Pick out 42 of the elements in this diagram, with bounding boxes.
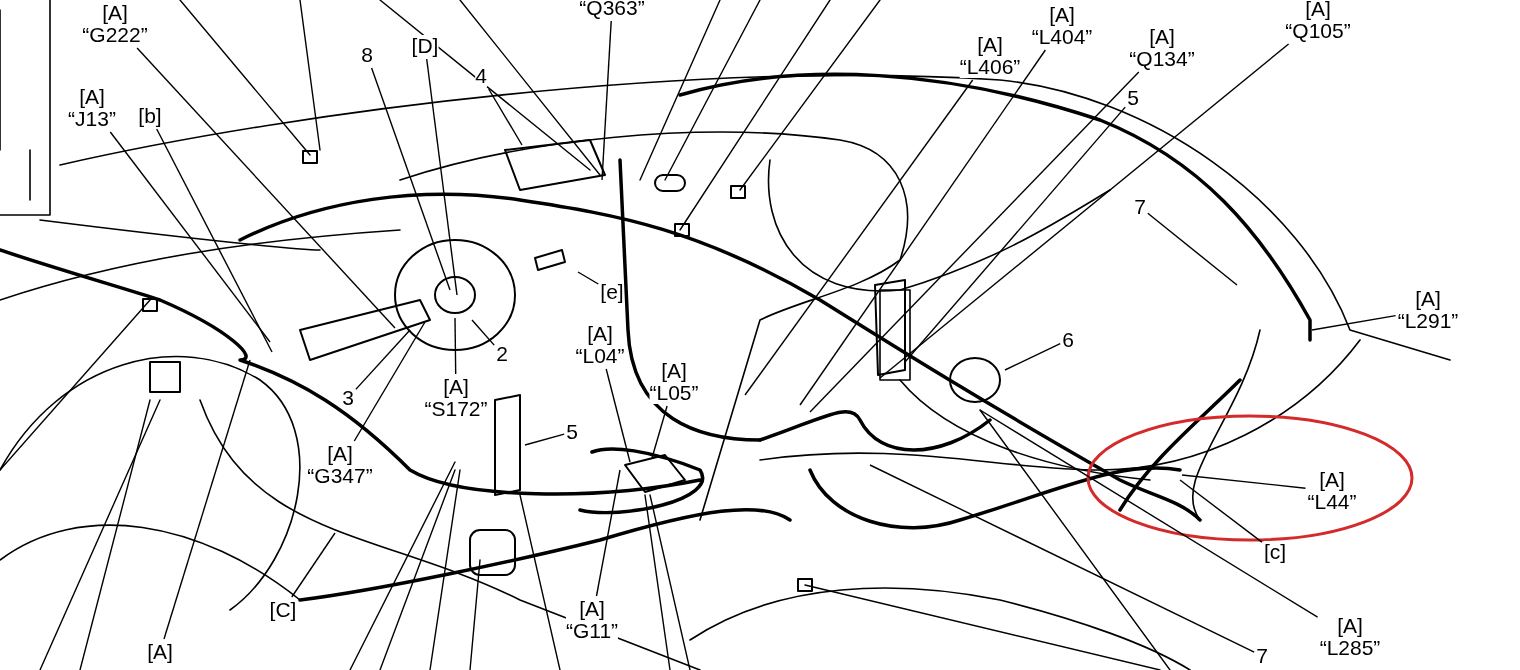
leader-line [601,20,612,181]
leader-line [879,43,1290,379]
leader-line [904,106,1126,363]
callout-label: [b] [138,105,162,127]
callout-label: [A] [147,641,173,663]
leader-line [370,67,451,291]
leader-line [1179,479,1263,543]
leader-line [577,271,599,285]
leader-line [291,532,336,598]
leader-line [809,71,1140,413]
leader-line [651,405,668,459]
leader-line [454,317,457,375]
leader-line [353,321,426,442]
callout-label: [c] [1263,541,1287,563]
leader-line [163,359,251,640]
callout-label: [C] [269,599,297,621]
callout-label: [A] “G11” [565,598,619,642]
leader-line [1181,474,1307,489]
leader-line [744,79,974,396]
callout-label: “Q363” [579,0,645,19]
leader-line [471,319,495,346]
leader-line [595,469,621,597]
leader-line [605,368,631,463]
callout-label: [D] [411,35,439,57]
leader-line [1147,212,1238,286]
leader-line [109,131,271,343]
callout-label: [e] [600,281,624,303]
leader-line [355,329,411,391]
leader-line [524,433,565,446]
callout-label: [A] “Q134” [1129,26,1195,70]
leader-line [426,58,458,296]
leader-line [1311,314,1397,331]
leader-line [488,88,523,146]
callout-label: [A] “L406” [959,34,1021,78]
leader-line [136,47,396,329]
leader-line [1004,343,1061,371]
leader-line [799,49,1047,406]
leader-line [869,464,1255,653]
leader-line [979,409,1319,618]
callout-label: [A] “L05” [649,360,699,404]
callout-label: [A] “Q105” [1285,0,1351,42]
leader-line [156,128,273,353]
